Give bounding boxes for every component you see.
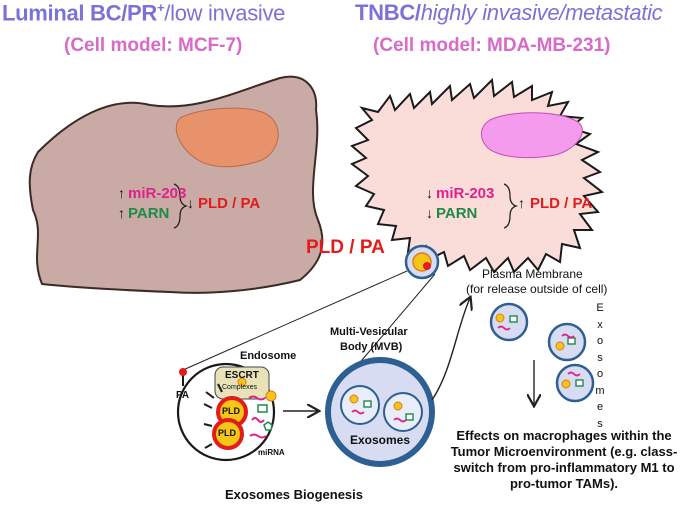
released-exosome-1 xyxy=(489,302,529,342)
arrow-release xyxy=(431,298,470,401)
escrt-complexes-label: Complexes xyxy=(222,384,258,391)
released-exosome-3 xyxy=(555,363,595,403)
left-parn-up-arrow: ↑ xyxy=(118,205,125,221)
escrt-label: ESCRT xyxy=(225,370,259,381)
left-bracket xyxy=(173,183,189,229)
left-panel-title: Luminal BC/PR+/low invasive xyxy=(2,0,286,26)
right-bracket xyxy=(503,183,519,229)
left-pld-pa: PLD / PA xyxy=(198,195,261,212)
left-parn-label: PARN xyxy=(128,205,170,222)
mvb-exosomes-label: Exosomes xyxy=(350,433,411,447)
right-pld-up-arrow: ↑ xyxy=(518,195,525,211)
effects-text: Effects on macrophages within the Tumor … xyxy=(450,428,678,491)
exosomes-vertical-label: E x o s o m e s xyxy=(595,302,605,430)
endosome-title: Endosome xyxy=(240,350,297,362)
left-mir-label: miR-203 xyxy=(128,185,187,202)
plasma-membrane-line2: (for release outside of cell) xyxy=(466,282,608,296)
plasma-membrane-line1: Plasma Membrane xyxy=(482,267,583,281)
released-exosome-2 xyxy=(547,322,587,362)
budding-vesicle xyxy=(404,244,440,280)
pa-label: PA xyxy=(176,390,190,401)
left-mir-up-arrow: ↑ xyxy=(118,185,125,201)
tnbc-cell xyxy=(350,77,605,274)
tnbc-nucleus xyxy=(481,112,583,159)
pld-label-2: PLD xyxy=(218,428,236,438)
right-mir-down-arrow: ↓ xyxy=(426,185,433,201)
mvb-title-line1: Multi-Vesicular xyxy=(330,326,408,338)
left-pld-down-arrow: ↓ xyxy=(187,195,194,211)
pld-label-1: PLD xyxy=(222,406,240,416)
right-panel-title: TNBC/highly invasive/metastatic xyxy=(355,0,663,25)
zoom-line-left xyxy=(182,270,408,371)
right-parn-label: PARN xyxy=(436,205,478,222)
vesicle-pld-pa-label: PLD / PA xyxy=(306,237,385,258)
right-pld-pa: PLD / PA xyxy=(530,195,593,212)
mvb-title-line2: Body (MVB) xyxy=(340,341,403,353)
left-cell-model: (Cell model: MCF-7) xyxy=(64,35,243,56)
mvb-graphic xyxy=(325,357,435,467)
endosome-graphic xyxy=(176,362,277,462)
right-parn-down-arrow: ↓ xyxy=(426,205,433,221)
mirna-label: miRNA xyxy=(258,448,285,457)
biogenesis-label: Exosomes Biogenesis xyxy=(225,487,363,502)
right-cell-model: (Cell model: MDA-MB-231) xyxy=(373,35,611,56)
right-mir-label: miR-203 xyxy=(436,185,495,202)
luminal-nucleus xyxy=(175,107,279,168)
